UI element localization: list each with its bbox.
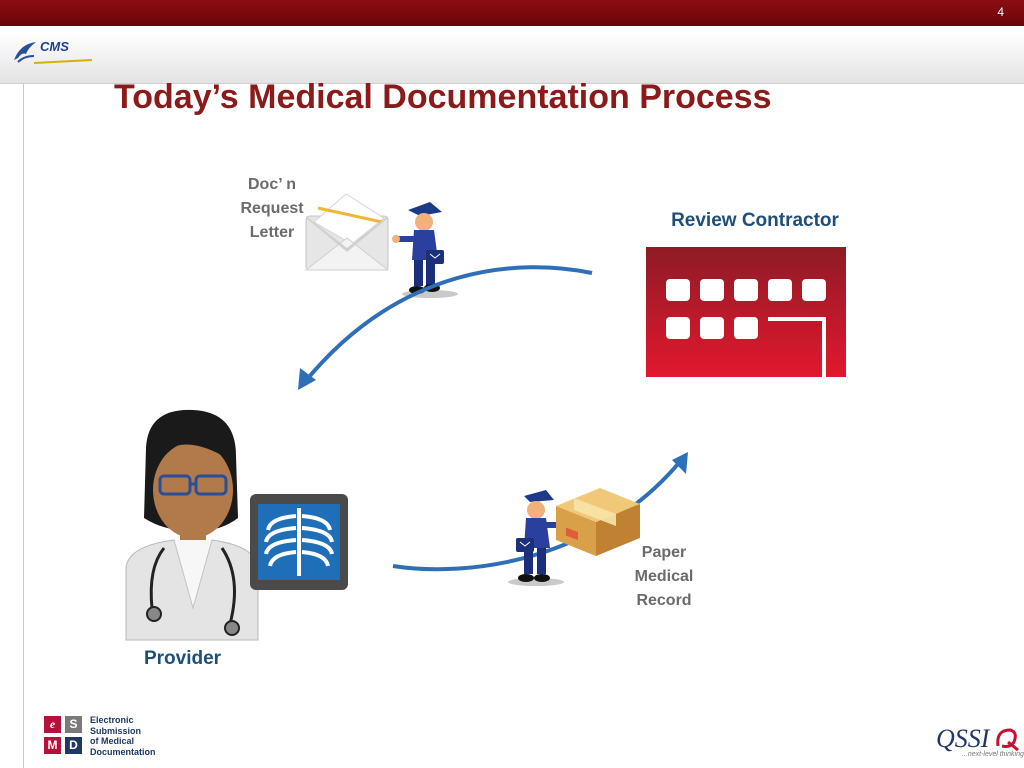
qssi-tagline: ...next-level thinking [962,751,1024,758]
package-icon [556,488,640,556]
cms-logo: CMS [8,34,96,72]
esmd-text: Electronic Submission of Medical Documen… [90,715,156,757]
left-rule [23,83,24,768]
qssi-logo: QSSI [936,724,990,753]
envelope-icon [304,193,390,271]
review-contractor-label: Review Contractor [671,210,839,231]
paper-record-label: Paper Medical Record [614,541,714,613]
doc-request-label: Doc’ n Request Letter [222,173,322,245]
building-icon [646,247,846,377]
doc-request-line-1: Doc’ n [247,176,296,193]
paper-record-line-1: Paper [641,544,687,561]
slide-number: 4 [997,5,1004,19]
esmd-m: M [44,737,61,754]
esmd-e: e [44,716,61,733]
top-bar: 4 [0,0,1024,26]
esmd-line-3: of Medical [90,736,135,746]
doc-request-line-3: Letter [249,224,295,241]
esmd-line-4: Documentation [90,746,156,757]
paper-record-line-2: Medical [634,568,694,585]
header-band [0,33,1024,84]
cms-logo-text: CMS [40,39,69,54]
provider-label: Provider [143,648,222,669]
xray-icon [250,494,348,590]
slide-title: Today’s Medical Documentation Process [114,78,772,116]
cms-logo-swoosh [34,59,93,64]
hhs-eagle-icon [14,42,36,63]
esmd-logo: e S M D Electronic Submission of Medical… [44,715,156,759]
doc-request-line-2: Request [240,200,304,217]
esmd-s: S [65,716,82,733]
esmd-line-1: Electronic [90,715,134,725]
paper-record-line-3: Record [636,592,692,609]
esmd-d: D [65,737,82,754]
qssi-swoosh-icon [996,728,1019,752]
esmd-line-2: Submission [90,725,142,736]
doctor-icon [125,409,259,641]
